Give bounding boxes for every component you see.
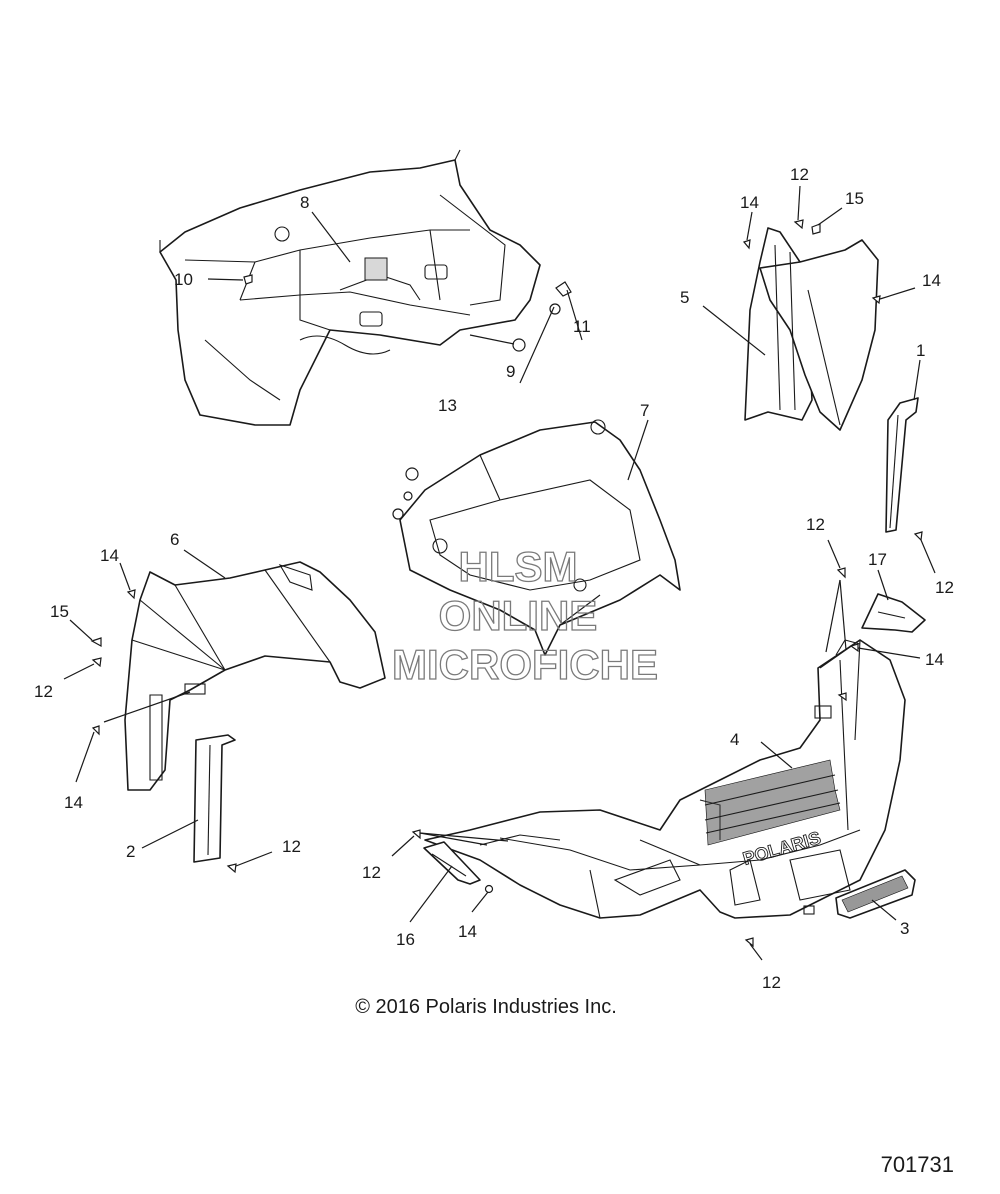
- fastener-12-right: [913, 531, 923, 542]
- part-8-dash-panel: [159, 149, 541, 426]
- callout-8: 8: [300, 193, 309, 212]
- copyright-notice: © 2016 Polaris Industries Inc.: [355, 996, 617, 1018]
- fastener-12-bumper: [837, 692, 847, 702]
- part-5-side-panel: [744, 227, 879, 431]
- callout-12-left: 12: [34, 682, 53, 701]
- callout-1: 1: [916, 341, 925, 360]
- fastener-13: [512, 338, 526, 352]
- fasteners: [90, 219, 923, 948]
- callout-17: 17: [868, 550, 887, 569]
- callout-2: 2: [126, 842, 135, 861]
- watermark: HLSM ONLINE MICROFICHE: [391, 542, 658, 688]
- fastener-14-left-bottom: [91, 725, 100, 736]
- callout-16: 16: [396, 930, 415, 949]
- callout-10: 10: [174, 270, 193, 289]
- callout-14-top: 14: [740, 193, 759, 212]
- callout-15-left: 15: [50, 602, 69, 621]
- callout-12-bottom-left: 12: [282, 837, 301, 856]
- callout-12-mid: 12: [806, 515, 825, 534]
- callout-12-bottom-mid: 12: [362, 863, 381, 882]
- callout-12-right: 12: [935, 578, 954, 597]
- document-number: 701731: [881, 1152, 954, 1177]
- callout-14-right: 14: [922, 271, 941, 290]
- callout-13: 13: [438, 396, 457, 415]
- part-7-hood: [392, 419, 681, 656]
- fastener-14-top: [742, 239, 751, 250]
- part-1-bracket: [885, 397, 919, 533]
- callout-11: 11: [573, 317, 591, 336]
- fastener-14-left-top: [126, 589, 136, 600]
- watermark-line-1: HLSM: [459, 543, 578, 590]
- fastener-10: [243, 274, 253, 285]
- fastener-12-bottom-left: [226, 863, 237, 874]
- fastener-14-mid: [849, 643, 859, 653]
- part-4-front-bumper: POLARIS: [424, 639, 906, 919]
- fastener-14-bottom: [484, 884, 494, 894]
- fastener-14-right: [871, 295, 881, 305]
- part-2-bracket: [193, 734, 236, 863]
- callout-12-bottom-right: 12: [762, 973, 781, 992]
- fastener-12-bottom-mid: [411, 829, 421, 840]
- fastener-15-left: [90, 637, 102, 648]
- callout-5: 5: [680, 288, 689, 307]
- callout-6: 6: [170, 530, 179, 549]
- callout-4: 4: [730, 730, 739, 749]
- callout-3: 3: [900, 919, 909, 938]
- fastener-12-top: [793, 219, 804, 230]
- callout-7: 7: [640, 401, 649, 420]
- callout-labels: 8 10 11 9 13 7 14 12 15 14 5 1 12 12 17 …: [34, 165, 954, 992]
- watermark-line-3: MICROFICHE: [392, 641, 658, 688]
- callout-14-bottom: 14: [458, 922, 477, 941]
- leader-lines: [63, 185, 936, 961]
- callout-14-mid: 14: [925, 650, 944, 669]
- part-16-bracket: [423, 841, 481, 885]
- callout-14-left-top: 14: [100, 546, 119, 565]
- watermark-line-2: ONLINE: [439, 592, 598, 639]
- callout-14-left-bottom: 14: [64, 793, 83, 812]
- callout-15-top: 15: [845, 189, 864, 208]
- fastener-12-bottom-right: [744, 937, 754, 948]
- fastener-12-mid: [836, 567, 846, 579]
- part-17-bracket: [861, 593, 926, 633]
- part-3-grille-insert: [835, 869, 916, 919]
- fastener-12-left: [91, 657, 102, 668]
- fastener-15-top: [811, 223, 821, 235]
- callout-12-top: 12: [790, 165, 809, 184]
- part-6-left-fender: [124, 561, 386, 791]
- callout-9: 9: [506, 362, 515, 381]
